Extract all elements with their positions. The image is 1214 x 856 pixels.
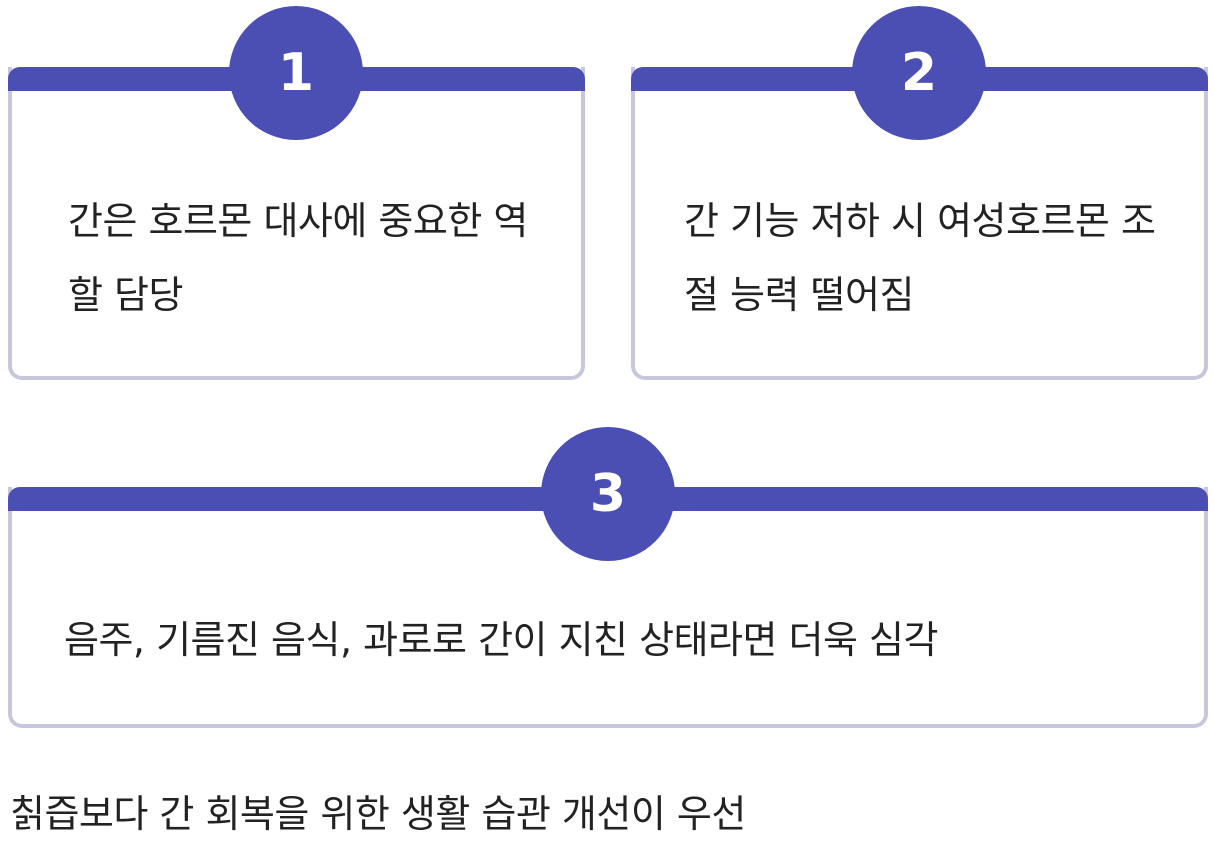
- card-text-2: 간 기능 저하 시 여성호르몬 조절 능력 떨어짐: [684, 199, 1156, 317]
- number-badge-3: 3: [541, 427, 675, 561]
- footer-caption: 칡즙보다 간 회복을 위한 생활 습관 개선이 우선: [10, 792, 746, 836]
- number-badge-1: 1: [229, 6, 363, 140]
- card-text-3: 음주, 기름진 음식, 과로로 간이 지친 상태라면 더욱 심각: [64, 618, 938, 662]
- number-badge-2: 2: [852, 6, 986, 140]
- card-text-1: 간은 호르몬 대사에 중요한 역할 담당: [68, 199, 528, 317]
- info-card-2: 간 기능 저하 시 여성호르몬 조절 능력 떨어짐: [631, 67, 1208, 380]
